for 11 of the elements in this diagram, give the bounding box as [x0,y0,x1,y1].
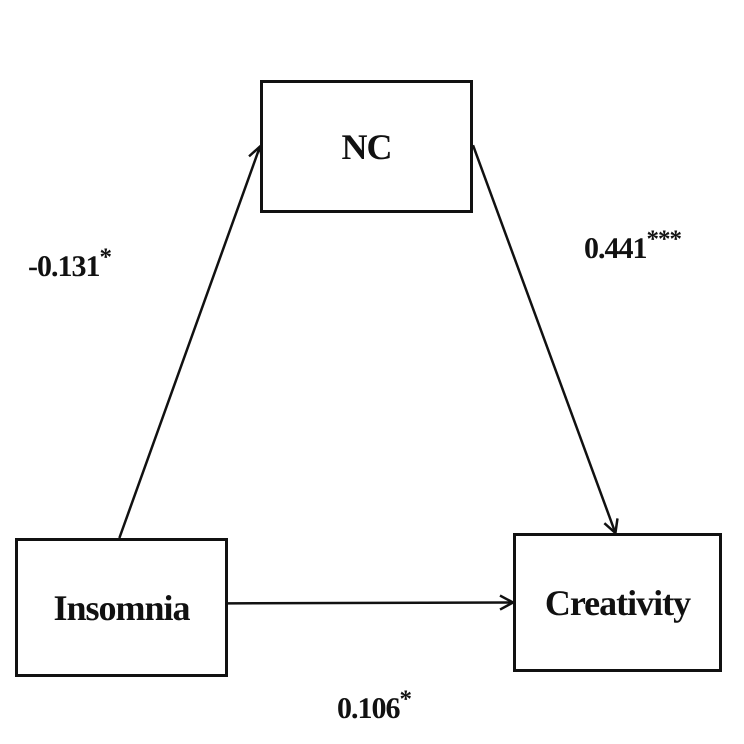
path-coefficient: 0.441$^{***}$ [584,226,681,266]
variable-box [260,80,473,213]
variable-name: NC [342,126,392,168]
variable-box [513,533,722,672]
arrow [472,144,619,534]
path-coefficient: -0.131$^{*}$ [28,244,111,284]
arrow [228,594,514,611]
path-coefficient: 0.106$^{*}$ [337,686,411,726]
variable-name: Creativity [544,582,690,624]
variable-box [15,538,228,677]
variable-name: Insomnia [53,586,190,628]
